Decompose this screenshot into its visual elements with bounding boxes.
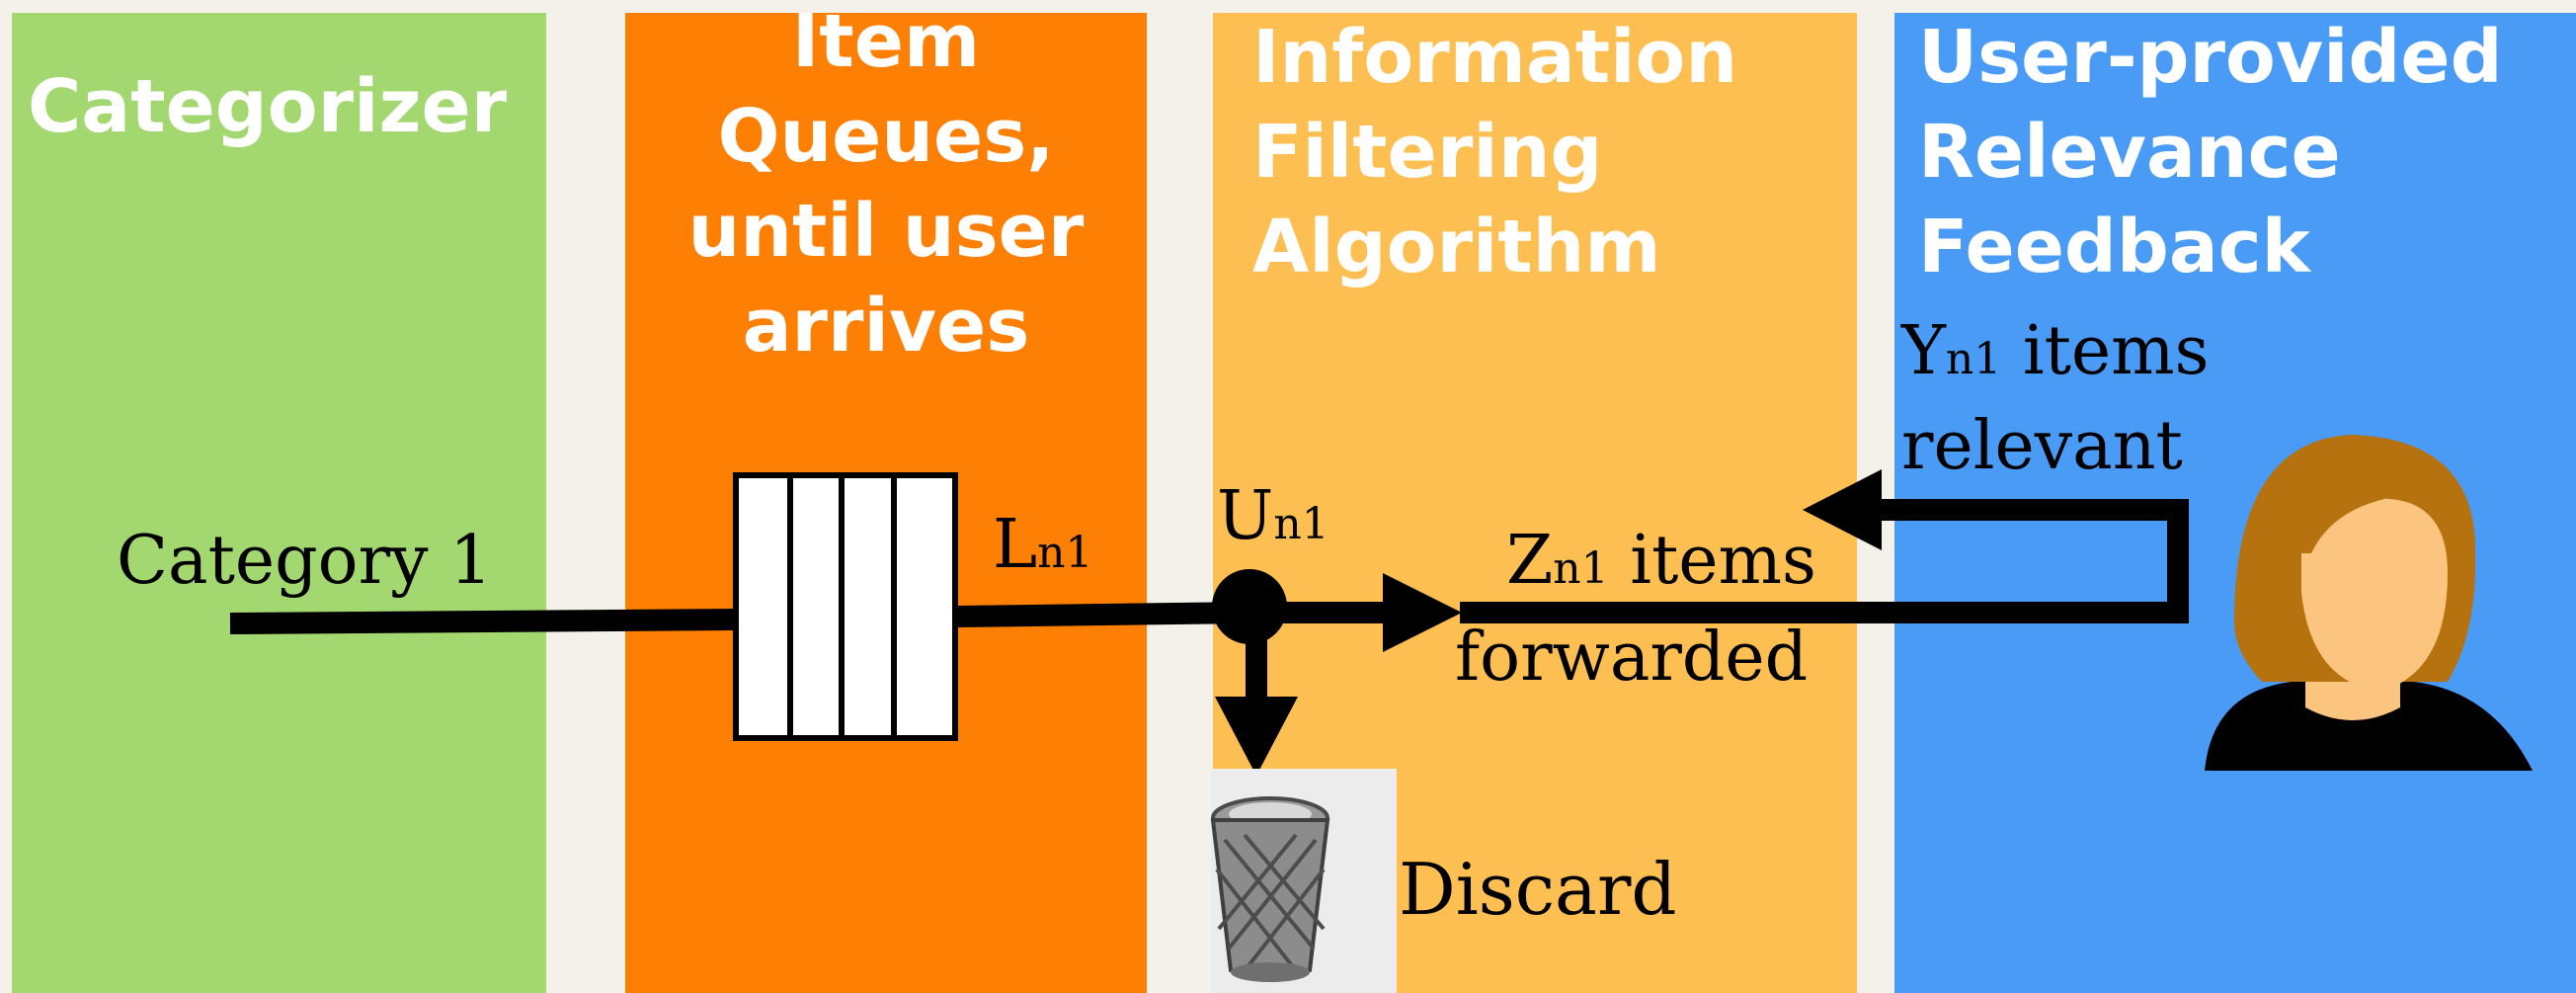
l-main: L <box>993 506 1038 584</box>
y-main: Y <box>1901 312 1946 390</box>
y-subscript: n1 <box>1945 334 2002 384</box>
feedback-title: User-provided Relevance Feedback <box>1918 15 2503 290</box>
feedback-arrowhead <box>1803 469 1882 550</box>
discard-arrowhead <box>1215 697 1298 776</box>
queue-output-line <box>955 602 1250 627</box>
categorizer-title: Categorizer <box>28 64 508 149</box>
z-subscript: n1 <box>1553 543 1609 594</box>
forwarded-label: forwarded <box>1455 619 1809 697</box>
forward-arrowhead <box>1383 573 1462 652</box>
l-label: Ln1 <box>993 506 1093 584</box>
u-main: U <box>1217 477 1274 555</box>
split-node <box>1212 569 1287 644</box>
z-rest: items <box>1608 522 1816 600</box>
queues-title: Item Queues, until user arrives <box>687 0 1085 369</box>
discard-label: Discard <box>1399 848 1677 931</box>
queue-buffer-icon <box>733 472 958 741</box>
filter-title: Information Filtering Algorithm <box>1252 15 1738 290</box>
z-label: Zn1 items <box>1506 522 1816 600</box>
y-rest: items <box>2001 312 2210 390</box>
relevant-label: relevant <box>1901 407 2183 485</box>
u-label: Un1 <box>1217 477 1329 555</box>
z-main: Z <box>1506 522 1554 600</box>
y-label: Yn1 items <box>1901 312 2210 390</box>
trash-can-icon <box>1210 769 1397 993</box>
user-avatar-icon <box>2205 435 2533 771</box>
category-label: Category 1 <box>117 522 493 600</box>
u-subscript: n1 <box>1273 499 1329 549</box>
l-subscript: n1 <box>1037 528 1093 578</box>
categorizer-column <box>12 13 546 993</box>
category-flow-line <box>229 609 737 634</box>
